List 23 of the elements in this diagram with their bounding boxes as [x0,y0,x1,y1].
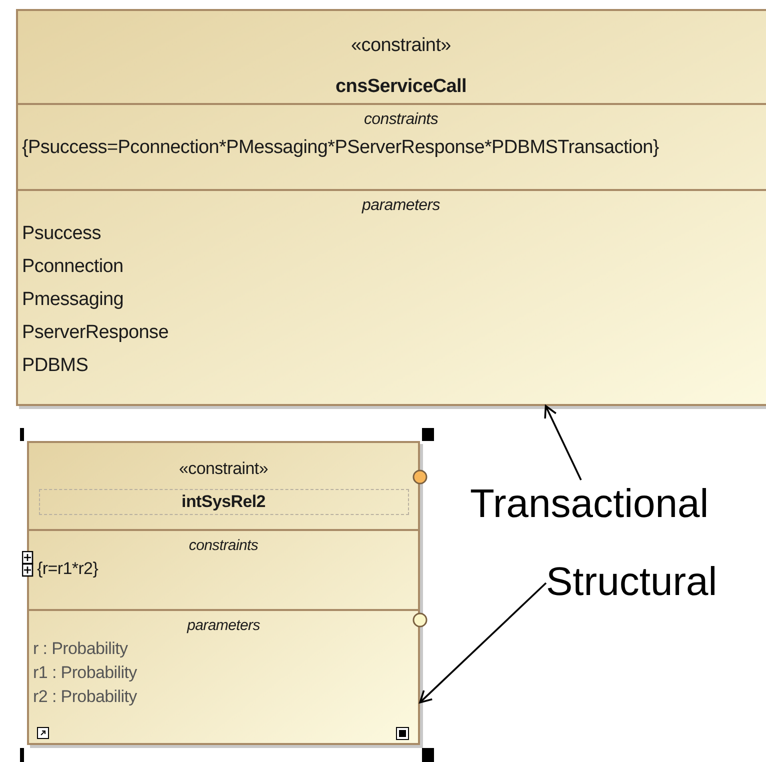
arrow [419,582,547,704]
arrow [544,405,582,480]
compartment-heading: parameters [187,616,260,636]
compartment-heading: parameters [362,196,440,216]
constraint-block [16,9,766,406]
parameter-label: Psuccess [22,222,101,246]
annotation-label: Transactional [470,481,709,528]
parameter-label: Pmessaging [22,288,124,312]
parameter-label: r1 : Probability [33,662,137,684]
compartment-heading: constraints [188,536,258,556]
stereotype-label: «constraint» [178,458,268,480]
block-name: intSysRel2 [38,489,408,515]
parameter-label: Pconnection [22,255,124,279]
constraint-expression: {Psuccess=Pconnection*PMessaging*PServerResponse*PDBMSTransaction} [22,136,659,160]
parameter-label: r2 : Probability [33,686,137,708]
parameter-label: r : Probability [33,638,128,660]
stereotype-label: «constraint» [351,34,451,58]
parameter-label: PserverResponse [22,321,169,345]
constraint-expression: {r=r1*r2} [36,558,98,580]
block-name: cnsServiceCall [336,75,466,99]
parameter-label: PDBMS [22,354,88,378]
annotation-label: Structural [546,559,718,606]
compartment-heading: constraints [364,110,438,130]
